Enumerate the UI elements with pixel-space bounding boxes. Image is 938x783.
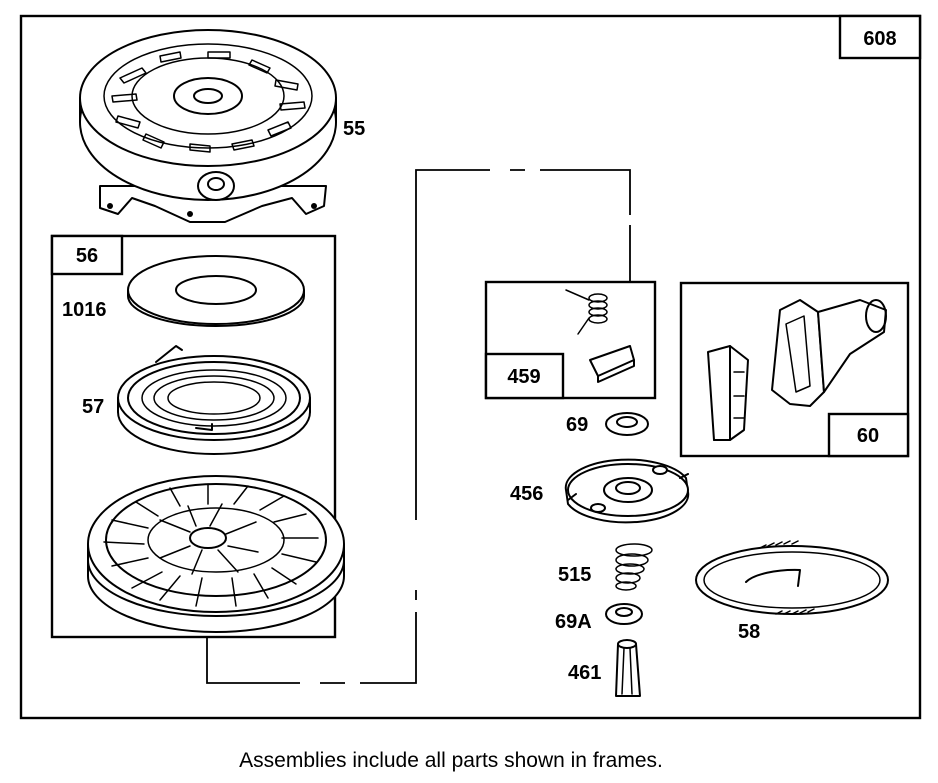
frame-tag-608: 608 — [838, 14, 922, 60]
part-label-69a: 69A — [555, 611, 592, 633]
pawl-spring-drawing — [565, 289, 608, 335]
rope-drawing — [695, 540, 889, 615]
pawl-drawing — [589, 345, 635, 383]
washer-69-drawing — [605, 412, 649, 436]
pin-drawing — [615, 639, 641, 697]
handle-grip-drawing — [771, 299, 887, 407]
frame-459 — [484, 280, 657, 400]
frame-label-60: 60 — [857, 425, 879, 447]
frame-tag-56: 56 — [50, 234, 124, 276]
frame-60 — [679, 281, 910, 458]
washer-69a-drawing — [605, 603, 643, 625]
frame-56 — [50, 234, 337, 639]
spring-515-drawing — [615, 543, 653, 591]
caption: Assemblies include all parts shown in fr… — [239, 749, 663, 772]
retainer-drawing — [564, 458, 690, 524]
assembly-leader-line — [206, 169, 631, 684]
part-label-456: 456 — [510, 483, 543, 505]
part-label-1016: 1016 — [62, 299, 107, 321]
frame-tag-459: 459 — [484, 352, 565, 400]
handle-insert-drawing — [707, 345, 749, 441]
part-label-55: 55 — [343, 118, 365, 140]
frame-label-459: 459 — [507, 366, 540, 388]
outer-frame — [19, 14, 922, 720]
housing-drawing — [79, 29, 337, 223]
pulley-drawing — [87, 475, 345, 633]
part-label-515: 515 — [558, 564, 591, 586]
frame-label-608: 608 — [863, 28, 896, 50]
spring-cover-drawing — [127, 255, 305, 327]
part-label-57: 57 — [82, 396, 104, 418]
part-label-69: 69 — [566, 414, 588, 436]
part-label-58: 58 — [738, 621, 760, 643]
frame-label-56: 56 — [76, 245, 98, 267]
part-label-461: 461 — [568, 662, 601, 684]
frame-tag-60: 60 — [827, 412, 910, 458]
recoil-spring-drawing — [117, 345, 311, 455]
